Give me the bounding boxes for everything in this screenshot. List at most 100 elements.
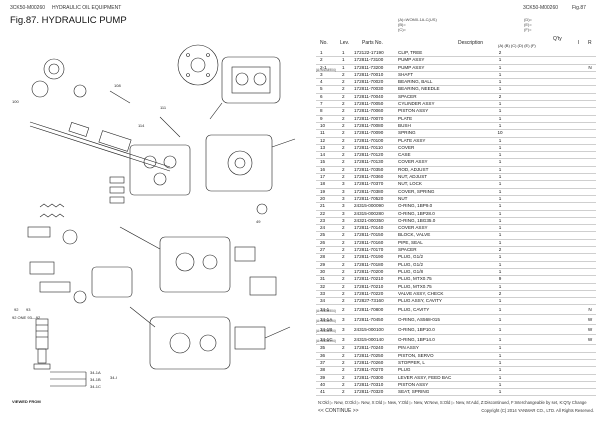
serial-block-left: (A)=WOM0-1A-C(US) (B)= (C)=	[398, 17, 437, 32]
cell-no: 14	[320, 152, 326, 158]
cell-qty: 2	[498, 93, 502, 99]
cell-qty: 1	[498, 359, 502, 365]
cell-parts-no: 24315-000100	[354, 327, 384, 333]
cell-description: SPACER	[398, 247, 417, 253]
cell-parts-no: 172811-70130	[354, 159, 384, 165]
cell-lev: 2	[342, 276, 345, 282]
label-92: 92	[14, 307, 19, 312]
cell-no: 2	[320, 57, 323, 63]
doc-code-right: 3CK50-M00260	[523, 5, 559, 11]
col-header-qty: Q'ty	[553, 36, 562, 42]
cell-description: PUMP ASSY	[398, 57, 425, 63]
label-114: 114	[138, 123, 145, 128]
cell-qty: 1	[498, 254, 502, 260]
cylinder-block	[129, 144, 191, 196]
cell-qty: 1	[498, 57, 502, 63]
cell-description: COVER, SPRING	[398, 188, 435, 194]
cell-no: 34	[320, 298, 326, 304]
cell-parts-no: 172811-70800	[354, 307, 384, 313]
cell-qty: 1	[498, 195, 502, 201]
cell-description: PLUG, G1/8	[398, 268, 424, 274]
label-viewed-from: VIEWED FROM	[12, 399, 41, 404]
cell-qty: 1	[498, 188, 502, 194]
cell-description: PISTON, SERVO	[398, 352, 434, 358]
pump-case	[205, 134, 273, 192]
cell-qty: 1	[498, 159, 502, 165]
serial-d: (D)=	[524, 17, 532, 22]
cell-description: CLIP, TREE	[398, 50, 423, 55]
cell-lev: 1	[342, 57, 345, 63]
cell-description: PIN ASSY	[398, 345, 419, 351]
cell-qty: 1	[498, 217, 502, 223]
cell-description: CASE	[398, 152, 411, 158]
cell-parts-no: 24315-000280	[354, 210, 384, 216]
cell-no: 7	[320, 101, 323, 107]
cell-no: 32	[320, 283, 326, 289]
label-111: 111	[160, 105, 167, 110]
cell-qty: 1	[498, 317, 502, 323]
cell-description: O-RING, 1BP9.0	[398, 203, 433, 209]
cell-parts-no: 24321-000350	[354, 217, 384, 223]
cell-no: 19	[320, 188, 326, 194]
cell-description: PLUG, G1/2	[398, 254, 424, 260]
cell-parts-no: 172811-70150	[354, 232, 384, 238]
cell-no: 17	[320, 174, 326, 180]
cell-no: 34-1A	[320, 317, 333, 323]
cell-lev: 2	[342, 247, 345, 253]
cell-lev: 3	[342, 337, 345, 343]
cell-parts-no: 172811-70360	[354, 174, 384, 180]
cell-parts-no: 24315-000090	[354, 203, 384, 209]
cell-lev: 3	[342, 317, 345, 323]
cell-no: 11	[320, 130, 325, 136]
cell-description: SHAFT	[398, 71, 414, 77]
cell-qty: 1	[498, 327, 502, 333]
cell-description: PLATE ASSY	[398, 137, 426, 143]
cell-description: O-RING, 1BG35.0	[398, 217, 436, 223]
cell-parts-no: 172827-73160	[354, 298, 384, 304]
cell-parts-no: 172811-70050	[354, 101, 384, 107]
cell-serial-annotation: (A>M1B4904)	[316, 308, 336, 313]
cell-qty: 1	[498, 232, 502, 238]
cell-no: 26	[320, 239, 326, 245]
cell-parts-no: 172811-70180	[354, 261, 384, 267]
cell-remark: W	[587, 327, 593, 333]
col-header-qty-cols: (A) (B) (C) (D) (E) (F)	[498, 43, 536, 48]
cell-description: O-RING, 1BP28.0	[398, 210, 435, 216]
cell-serial-annotation: (A>M1B4904)	[316, 318, 336, 323]
cell-qty: 1	[498, 261, 502, 267]
cell-no: 6	[320, 93, 323, 99]
cell-parts-no: 172811-70160	[354, 239, 384, 245]
cell-parts-no: 172811-70450	[354, 317, 384, 323]
cell-no: 31	[320, 276, 326, 282]
cell-lev: 2	[342, 283, 345, 289]
cell-qty: 1	[498, 210, 502, 216]
cell-qty: 1	[498, 115, 502, 121]
cell-qty: 1	[498, 389, 502, 395]
cell-description: COVER	[398, 144, 415, 150]
cell-lev: 2	[342, 254, 345, 260]
cell-parts-no: 172811-70220	[354, 290, 384, 296]
continue-marker: << CONTINUE >>	[318, 408, 359, 414]
cell-lev: 2	[342, 359, 345, 365]
cell-lev: 3	[342, 217, 345, 223]
cell-serial-annotation: (A>M1B4904)	[316, 338, 336, 343]
change-legend: N:Old ▷ New, O:Old ▷ New, X:Old ▷ New, Y…	[318, 400, 587, 405]
cell-remark: N	[588, 64, 592, 70]
cell-no: 34-1	[320, 307, 330, 313]
cell-no: 8	[320, 108, 323, 114]
cell-lev: 3	[342, 327, 345, 333]
cell-description: NUT, LOCK	[398, 181, 422, 187]
cell-lev: 3	[342, 195, 345, 201]
